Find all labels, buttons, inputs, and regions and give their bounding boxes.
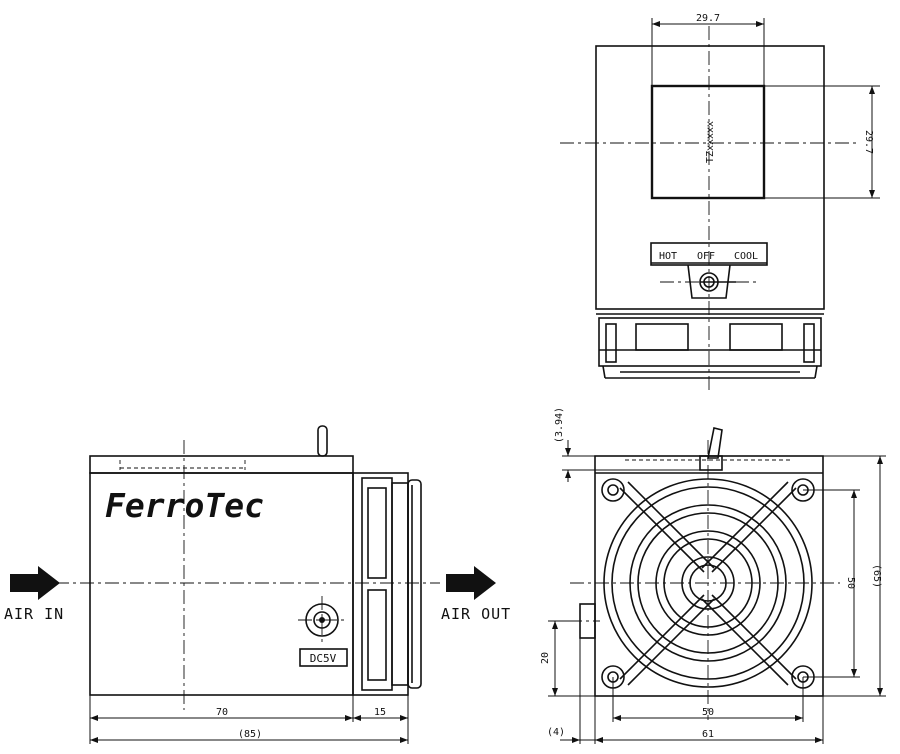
arrow-head (595, 737, 603, 743)
dim-overall-length: (85) (238, 729, 262, 740)
arrow-head (90, 715, 98, 721)
air-in-arrow (10, 566, 60, 600)
arrow-head (400, 737, 408, 743)
brand-logo: FerroTec (105, 486, 264, 525)
arrow-head (552, 621, 558, 629)
switch-label-plate (650, 242, 768, 266)
dim-overall-height: (65) (871, 564, 882, 588)
air-in-label: AIR IN (4, 605, 64, 623)
dc-voltage-label: DC5V (310, 652, 337, 665)
air-out-label: AIR OUT (441, 605, 511, 623)
dc-label-box (299, 648, 348, 667)
guard-spoke (701, 481, 789, 569)
arrow-head (400, 715, 408, 721)
side-heat-plate (89, 455, 354, 474)
dc-jack-pin (319, 617, 325, 623)
dim-top-height: 29.7 (863, 130, 874, 154)
toggle-base (699, 455, 723, 471)
switch-label-hot: HOT (659, 251, 677, 262)
dim-hole-horizontal: 50 (702, 707, 714, 718)
fan-guard-right (814, 365, 818, 379)
front-frame (594, 455, 824, 697)
fan-section (598, 317, 822, 367)
arrow-head (795, 715, 803, 721)
guard-spoke (627, 598, 715, 686)
guard-spoke (711, 487, 797, 573)
toggle-lever (317, 425, 328, 457)
dim-toggle-offset: (3.94) (554, 407, 565, 443)
corner-hole-tl (601, 478, 625, 502)
dim-fan-length: 15 (374, 707, 386, 718)
fan-guard-left (602, 365, 606, 379)
guard-spoke (701, 598, 789, 686)
fan-blade-slot (635, 323, 689, 351)
top-body-outline (595, 45, 825, 310)
dim-body-length: 70 (216, 707, 228, 718)
dim-hole-vertical: 50 (845, 577, 856, 589)
dim-top-width: 29.7 (696, 13, 720, 24)
arrow-head (877, 456, 883, 464)
dim-front-width: 61 (702, 729, 714, 740)
dim-jack-height: 20 (540, 652, 551, 664)
arrow-head (572, 737, 580, 743)
arrow-head (565, 470, 571, 478)
arrow-head (565, 448, 571, 456)
arrow-head (851, 669, 857, 677)
arrow-head (815, 737, 823, 743)
fan-rib (803, 323, 815, 363)
guard-spoke (619, 594, 705, 680)
arrow-head (869, 190, 875, 198)
fan-blade-slot (729, 323, 783, 351)
switch-label-off: OFF (697, 251, 715, 262)
guard-spoke (711, 594, 797, 680)
fan-blade-upper (367, 487, 387, 579)
fan-rib (605, 323, 617, 363)
arrow-head (353, 715, 361, 721)
dim-offset: (4) (547, 727, 565, 738)
arrow-head (345, 715, 353, 721)
arrow-head (90, 737, 98, 743)
guard-spoke (627, 481, 715, 569)
arrow-head (613, 715, 621, 721)
top-view: 29.7 29.7 TZxxxxx HOT OFF COOL (560, 13, 880, 392)
fan-grille (407, 479, 422, 689)
arrow-head (652, 21, 660, 27)
arrow-head (851, 490, 857, 498)
arrow-head (756, 21, 764, 27)
side-view: FerroTec DC5V AIR IN AIR OUT 70 15 (4, 425, 511, 744)
front-view: (3.94) 20 50 (65) 50 (540, 407, 886, 744)
air-out-arrow (446, 566, 496, 600)
fan-blade-lower (367, 589, 387, 681)
arrow-head (877, 688, 883, 696)
arrow-head (552, 688, 558, 696)
arrow-head (869, 86, 875, 94)
front-toggle-lever (707, 427, 723, 459)
fan-frame (361, 477, 393, 691)
guard-spoke (619, 487, 705, 573)
switch-label-cool: COOL (734, 251, 758, 262)
heat-plate (650, 84, 766, 200)
corner-hole-tl-inner (607, 484, 619, 496)
fan-guard (391, 482, 409, 686)
part-number: TZxxxxx (705, 121, 716, 163)
